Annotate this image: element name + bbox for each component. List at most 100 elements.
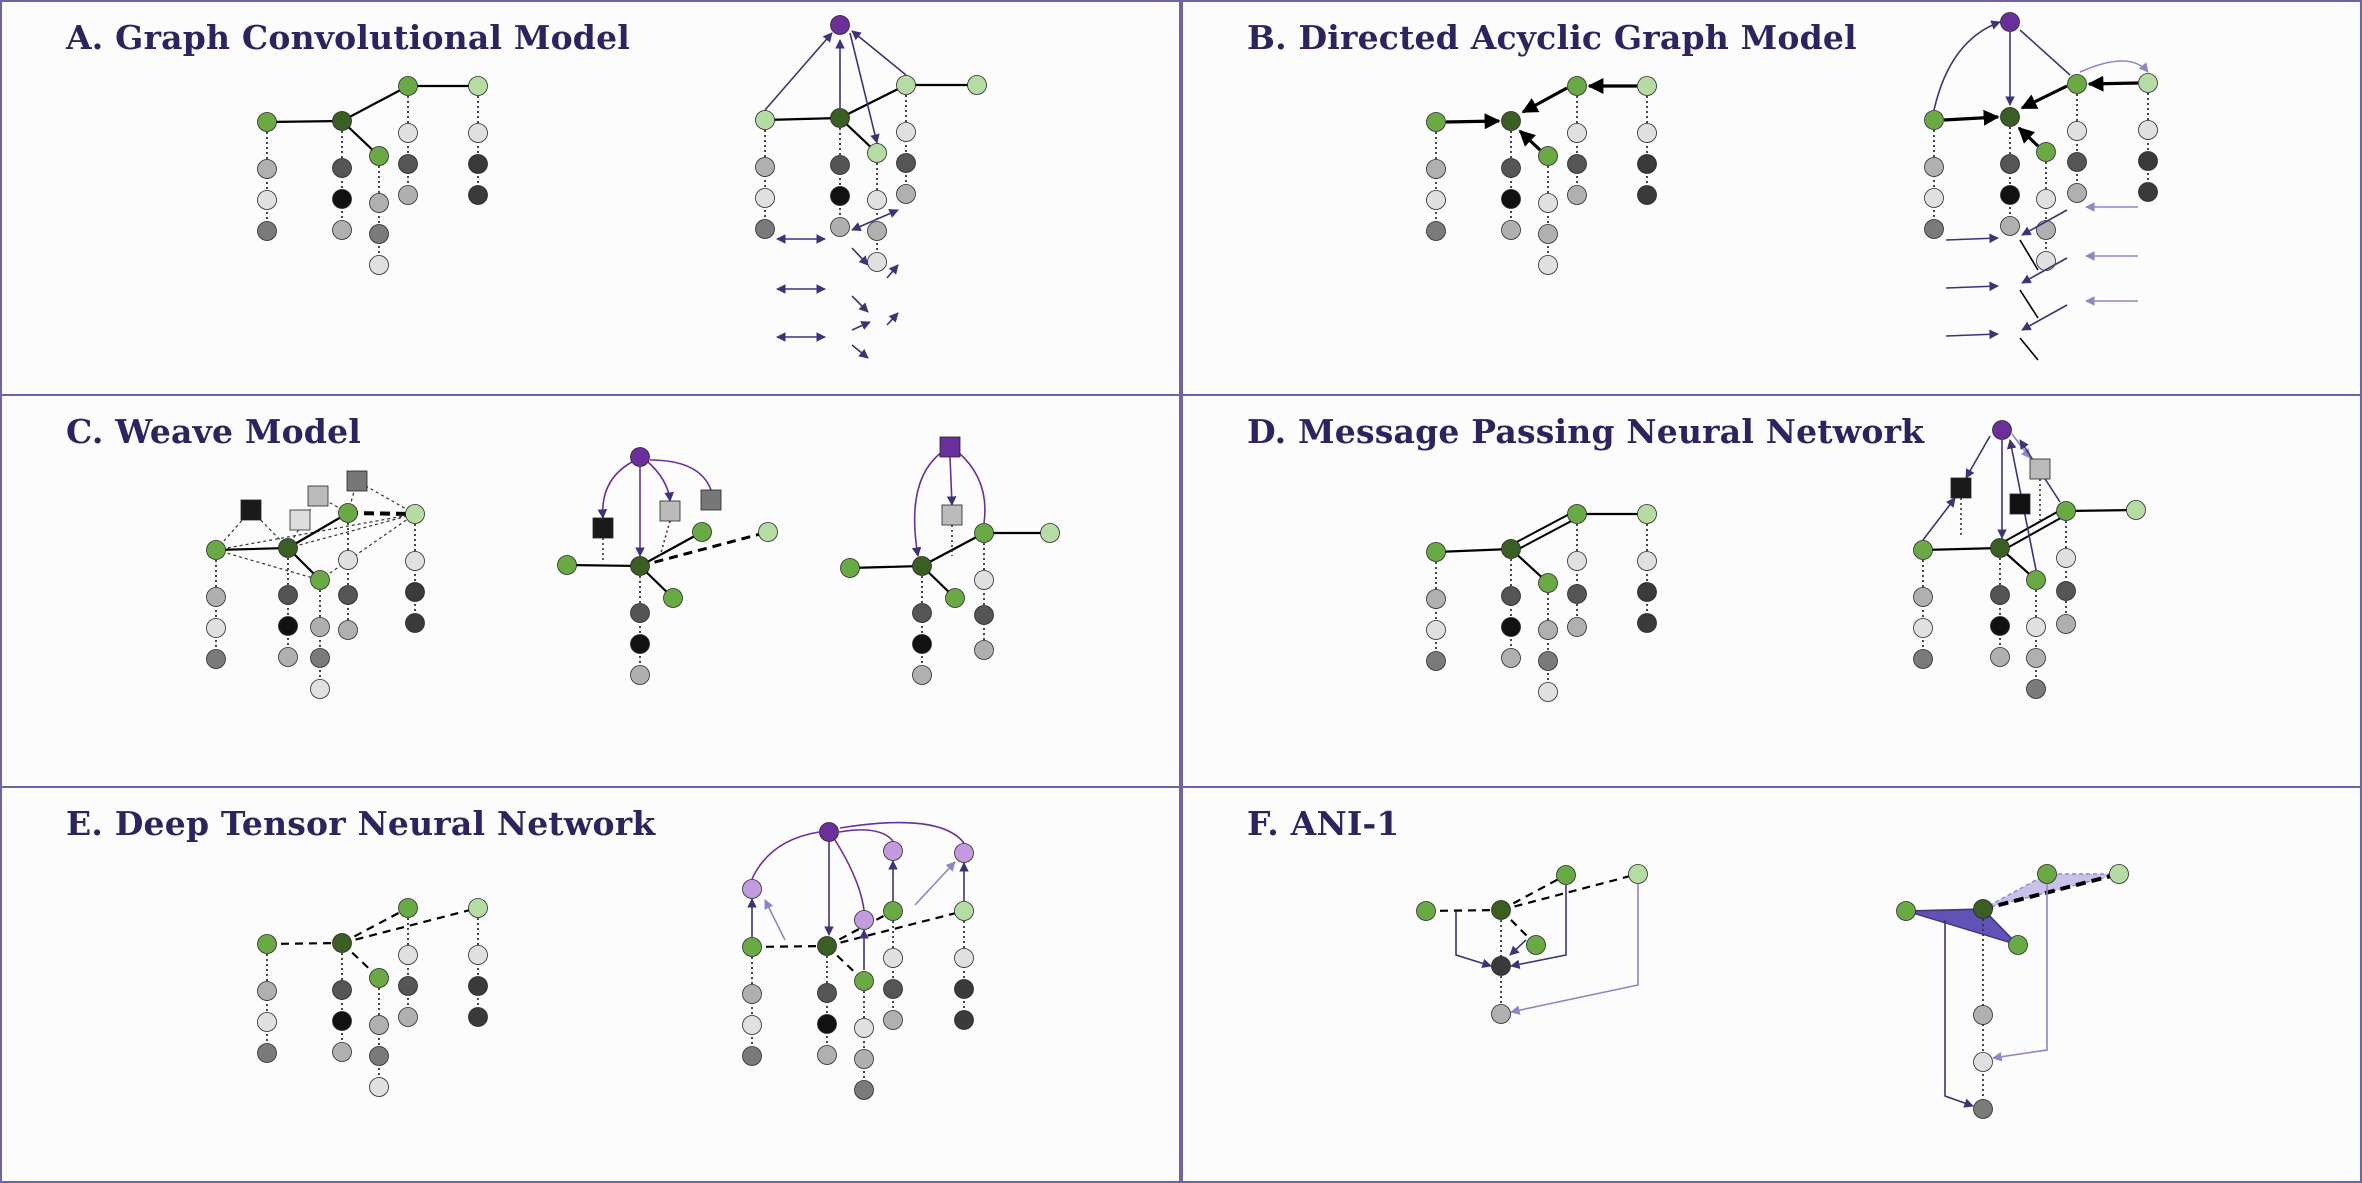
edge bbox=[1982, 872, 2120, 911]
panel-f-title: F. ANI-1 bbox=[1247, 804, 1400, 843]
dag-edge bbox=[1943, 109, 2000, 126]
edge bbox=[1999, 506, 2067, 545]
feature-node bbox=[830, 217, 850, 237]
panel-b-title: B. Directed Acyclic Graph Model bbox=[1247, 18, 1857, 57]
feature-node bbox=[1501, 586, 1521, 606]
readout-node bbox=[830, 15, 850, 35]
atom-node bbox=[1637, 504, 1657, 524]
feature-node bbox=[912, 634, 932, 654]
feature-node bbox=[1567, 584, 1587, 604]
message-arrow bbox=[851, 295, 869, 313]
feature-node bbox=[1913, 618, 1933, 638]
feature-node bbox=[742, 1015, 762, 1035]
feature-node bbox=[1567, 551, 1587, 571]
feature-node bbox=[257, 159, 277, 179]
atom-node bbox=[1637, 76, 1657, 96]
atom-node bbox=[755, 110, 775, 130]
feature-node bbox=[1538, 255, 1558, 275]
feature-node bbox=[310, 648, 330, 668]
message-arrow bbox=[1510, 884, 1639, 1015]
atom-node bbox=[557, 555, 577, 575]
atom-node bbox=[1567, 504, 1587, 524]
pair-node bbox=[2009, 493, 2031, 515]
feature-node bbox=[896, 122, 916, 142]
atom-node bbox=[2067, 74, 2087, 94]
feature-node bbox=[954, 948, 974, 968]
edge bbox=[1922, 546, 2001, 552]
edge bbox=[341, 906, 479, 945]
feature-node bbox=[912, 603, 932, 623]
pair-node bbox=[289, 509, 311, 531]
feature-node bbox=[2036, 220, 2056, 240]
feature-node bbox=[1637, 123, 1657, 143]
feature-node bbox=[755, 157, 775, 177]
feature-node bbox=[1426, 159, 1446, 179]
message-arrow bbox=[838, 829, 894, 842]
feature-node bbox=[398, 185, 418, 205]
feature-node bbox=[1538, 682, 1558, 702]
feature-node bbox=[2138, 120, 2158, 140]
message-arrow bbox=[946, 456, 957, 506]
feature-node bbox=[974, 570, 994, 590]
atom-node bbox=[1973, 899, 1993, 919]
message-arrow bbox=[1945, 329, 1999, 340]
message-arrow bbox=[849, 32, 880, 144]
feature-node bbox=[1924, 219, 1944, 239]
atom-node bbox=[2056, 501, 2076, 521]
dag-edge bbox=[2017, 126, 2040, 148]
panel-d-title: D. Message Passing Neural Network bbox=[1247, 412, 1925, 451]
feature-node bbox=[468, 976, 488, 996]
pair-node bbox=[307, 485, 329, 507]
feature-node bbox=[332, 158, 352, 178]
edge bbox=[639, 531, 703, 567]
feature-node bbox=[1924, 157, 1944, 177]
feature-node bbox=[912, 665, 932, 685]
feature-node bbox=[1501, 189, 1521, 209]
message-arrow bbox=[957, 451, 986, 524]
dag-edge bbox=[1518, 129, 1542, 152]
atom-node bbox=[954, 901, 974, 921]
pair-node bbox=[346, 470, 368, 492]
message-arrow bbox=[851, 321, 871, 331]
atom-node bbox=[630, 556, 650, 576]
pair-node bbox=[742, 879, 762, 899]
feature-node bbox=[1538, 651, 1558, 671]
feature-node bbox=[867, 190, 887, 210]
feature-node bbox=[2000, 154, 2020, 174]
edge bbox=[347, 511, 416, 516]
atom-node bbox=[1526, 935, 1546, 955]
atom-node bbox=[1491, 900, 1511, 920]
message-arrow bbox=[839, 821, 965, 844]
pair-node bbox=[954, 843, 974, 863]
feature-node bbox=[954, 1010, 974, 1030]
feature-node bbox=[883, 979, 903, 999]
feature-node bbox=[468, 154, 488, 174]
message-arrow bbox=[886, 312, 899, 326]
panel-e-title: E. Deep Tensor Neural Network bbox=[66, 804, 656, 843]
feature-node bbox=[1567, 617, 1587, 637]
atom-node bbox=[2138, 73, 2158, 93]
feature-node bbox=[974, 605, 994, 625]
atom-node bbox=[1556, 865, 1576, 885]
pair-node bbox=[1950, 477, 1972, 499]
feature-node bbox=[854, 1049, 874, 1069]
feature-node bbox=[2056, 548, 2076, 568]
feature-node bbox=[2000, 185, 2020, 205]
atom-node bbox=[2026, 570, 2046, 590]
pair-edge bbox=[659, 520, 671, 557]
feature-node bbox=[398, 154, 418, 174]
atom-node bbox=[867, 143, 887, 163]
feature-node bbox=[405, 613, 425, 633]
feature-node bbox=[1426, 620, 1446, 640]
atom-node bbox=[742, 937, 762, 957]
feature-node bbox=[2036, 251, 2056, 271]
feature-node bbox=[257, 981, 277, 1001]
atom-node bbox=[854, 971, 874, 991]
feature-node bbox=[1637, 582, 1657, 602]
message-arrow bbox=[851, 247, 869, 266]
atom-node bbox=[967, 75, 987, 95]
message-arrow bbox=[764, 899, 786, 941]
atom-node bbox=[2037, 864, 2057, 884]
feature-node bbox=[1990, 616, 2010, 636]
